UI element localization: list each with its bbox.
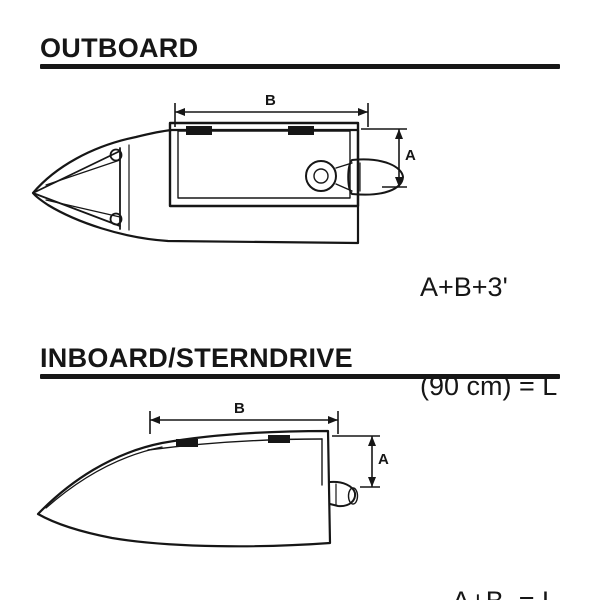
cleat-circle bbox=[109, 148, 123, 162]
arrowhead bbox=[368, 436, 376, 446]
outboard-dimensions bbox=[174, 103, 407, 188]
bow-line bbox=[45, 159, 121, 186]
bow-line bbox=[32, 192, 121, 227]
arrowhead bbox=[175, 108, 185, 116]
outboard-formula: A+B+3' (90 cm) = L bbox=[420, 205, 557, 469]
inboard-formula: A+B = L bbox=[452, 519, 557, 600]
inboard-dim-a-label: A bbox=[378, 451, 389, 468]
bow-line bbox=[45, 199, 121, 218]
seat-mark bbox=[176, 439, 198, 447]
inboard-formula-line1: A+B = L bbox=[452, 585, 557, 600]
gunwale-line bbox=[147, 438, 323, 451]
outboard-dim-b-label: B bbox=[265, 92, 276, 109]
seat-mark bbox=[288, 126, 314, 135]
arrowhead bbox=[395, 129, 403, 139]
sterndrive-unit bbox=[329, 480, 359, 508]
outboard-heading-rule bbox=[40, 64, 560, 69]
outboard-cockpit bbox=[168, 121, 360, 208]
outboard-heading: OUTBOARD bbox=[40, 33, 199, 63]
inboard-dimensions bbox=[149, 411, 380, 488]
outboard-formula-line1: A+B+3' bbox=[420, 272, 508, 302]
seat-mark bbox=[186, 126, 212, 135]
propeller bbox=[347, 487, 359, 505]
outboard-cockpit-inner bbox=[177, 130, 351, 199]
arrowhead bbox=[368, 477, 376, 487]
sheer-line bbox=[45, 446, 163, 509]
inboard-dim-b-label: B bbox=[234, 400, 245, 417]
inboard-boat-drawing bbox=[36, 429, 359, 548]
bow-line bbox=[32, 150, 121, 194]
outboard-dim-a-label: A bbox=[405, 147, 416, 164]
arrowhead bbox=[328, 416, 338, 424]
seat-mark bbox=[268, 435, 290, 443]
inboard-hull-outline bbox=[36, 429, 332, 548]
arrowhead bbox=[358, 108, 368, 116]
inboard-heading: INBOARD/STERNDRIVE bbox=[40, 343, 353, 373]
arrowhead bbox=[395, 177, 403, 187]
outboard-boat-drawing bbox=[31, 121, 404, 245]
inboard-heading-rule bbox=[40, 374, 560, 379]
outboard-motor bbox=[305, 158, 404, 196]
cleat-circle bbox=[109, 212, 123, 226]
arrowhead bbox=[150, 416, 160, 424]
